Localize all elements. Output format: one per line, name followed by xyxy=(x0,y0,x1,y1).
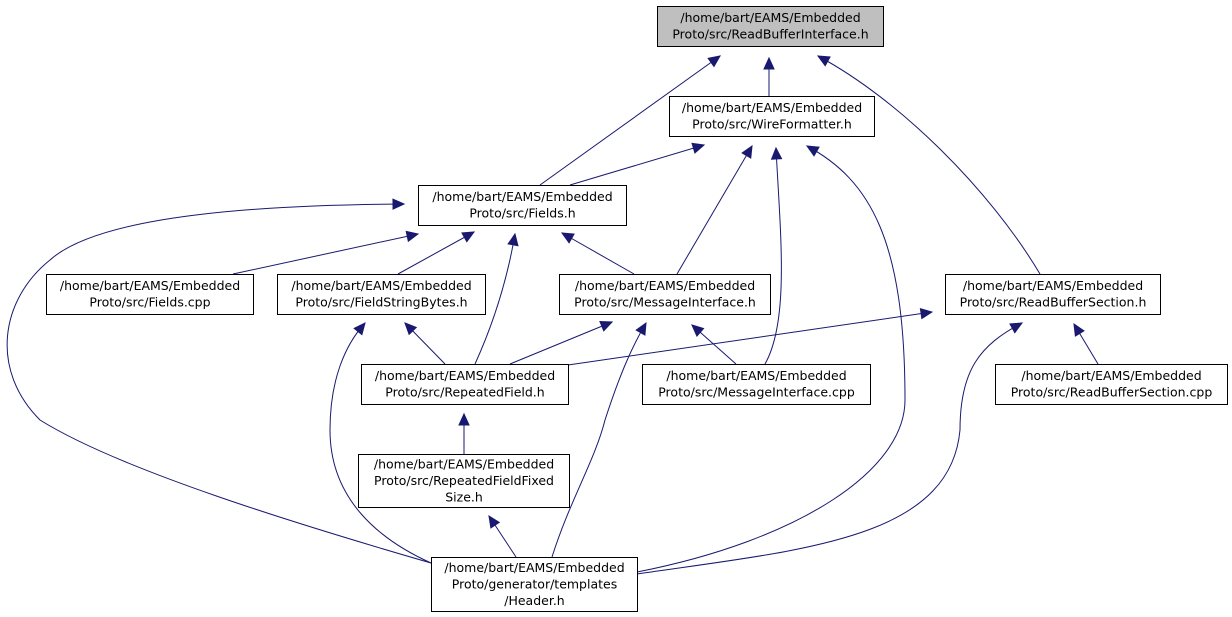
node-label-line: Proto/src/FieldStringBytes.h xyxy=(295,295,467,310)
arrowhead xyxy=(691,324,705,337)
edge-header-to-rbs_h xyxy=(636,322,1024,575)
node-label-line: Proto/src/MessageInterface.cpp xyxy=(658,385,855,400)
edge-rbs_h-to-rbi xyxy=(816,55,1041,275)
edge-rbs_cpp-to-rbs_h xyxy=(1073,322,1099,365)
node-label-line: /home/bart/EAMS/Embedded xyxy=(680,10,860,25)
arrowhead xyxy=(1073,322,1085,337)
node-fsb[interactable]: /home/bart/EAMS/EmbeddedProto/src/FieldS… xyxy=(277,274,486,315)
node-rffs[interactable]: /home/bart/EAMS/EmbeddedProto/src/Repeat… xyxy=(358,454,570,508)
arrowhead xyxy=(458,412,470,426)
edge-fields_h-to-wf xyxy=(569,142,706,186)
edge-header-to-fields_h xyxy=(6,198,432,564)
node-box xyxy=(361,364,569,405)
node-rbi: /home/bart/EAMS/EmbeddedProto/src/ReadBu… xyxy=(657,6,884,47)
node-label-line: Proto/src/WireFormatter.h xyxy=(692,117,852,132)
edge-rf-to-mi_h xyxy=(509,321,614,365)
node-label-line: Proto/src/RepeatedField.h xyxy=(385,385,544,400)
arrowhead xyxy=(805,145,820,157)
edge-mi_cpp-to-mi_h xyxy=(691,324,737,365)
node-label-line: /home/bart/EAMS/Embedded xyxy=(432,189,612,204)
node-box xyxy=(669,96,875,137)
edge-fields_cpp-to-fields_h xyxy=(232,230,420,275)
arrowhead xyxy=(560,232,575,244)
node-label-line: Proto/src/MessageInterface.h xyxy=(574,295,756,310)
node-label-line: /home/bart/EAMS/Embedded xyxy=(374,456,554,471)
arrowhead xyxy=(353,322,366,336)
node-label-line: Proto/src/ReadBufferSection.h xyxy=(960,295,1147,310)
node-label-line: /home/bart/EAMS/Embedded xyxy=(60,278,240,293)
node-label-line: Proto/generator/templates xyxy=(452,576,617,591)
arrowhead xyxy=(507,232,519,247)
node-rbs-h[interactable]: /home/bart/EAMS/EmbeddedProto/src/ReadBu… xyxy=(945,274,1161,315)
node-wf[interactable]: /home/bart/EAMS/EmbeddedProto/src/WireFo… xyxy=(669,96,875,137)
edge-mi_h-to-fields_h xyxy=(560,232,635,275)
node-label-line: Size.h xyxy=(445,489,483,504)
arrowhead xyxy=(405,230,420,243)
arrowhead xyxy=(599,321,614,332)
node-box xyxy=(277,274,486,315)
node-mi-cpp[interactable]: /home/bart/EAMS/EmbeddedProto/src/Messag… xyxy=(642,364,871,405)
node-box xyxy=(657,6,884,47)
arrowhead xyxy=(488,514,501,529)
arrowhead xyxy=(741,144,753,159)
edge-rf-to-fsb xyxy=(404,322,446,365)
node-fields-cpp[interactable]: /home/bart/EAMS/EmbeddedProto/src/Fields… xyxy=(46,274,254,315)
node-rf[interactable]: /home/bart/EAMS/EmbeddedProto/src/Repeat… xyxy=(361,364,569,405)
node-box xyxy=(945,274,1161,315)
node-box xyxy=(46,274,254,315)
node-label-line: /home/bart/EAMS/Embedded xyxy=(666,368,846,383)
arrowhead xyxy=(404,322,418,336)
edge-fsb-to-fields_h xyxy=(397,231,476,275)
node-label-line: Proto/src/Fields.h xyxy=(469,206,575,221)
node-box xyxy=(642,364,871,405)
node-header[interactable]: /home/bart/EAMS/EmbeddedProto/generator/… xyxy=(431,557,638,612)
node-label-line: /home/bart/EAMS/Embedded xyxy=(575,278,755,293)
edge-rf-to-fields_h xyxy=(474,232,519,365)
edge-header-to-rffs xyxy=(488,514,517,558)
edge-header-to-mi_h xyxy=(551,321,647,558)
arrowhead xyxy=(461,231,476,243)
node-box xyxy=(559,274,771,315)
node-label-line: /home/bart/EAMS/Embedded xyxy=(1021,368,1201,383)
graph-edges xyxy=(6,55,1099,575)
node-label-line: /Header.h xyxy=(504,593,564,608)
arrowhead xyxy=(691,142,706,154)
node-label-line: /home/bart/EAMS/Embedded xyxy=(444,560,624,575)
edge-mi_h-to-wf xyxy=(676,144,753,275)
node-label-line: /home/bart/EAMS/Embedded xyxy=(963,278,1143,293)
graph-nodes: /home/bart/EAMS/EmbeddedProto/src/ReadBu… xyxy=(46,6,1228,612)
node-mi-h[interactable]: /home/bart/EAMS/EmbeddedProto/src/Messag… xyxy=(559,274,771,315)
node-label-line: Proto/src/ReadBufferSection.cpp xyxy=(1011,385,1213,400)
arrowhead xyxy=(919,307,934,320)
arrowhead xyxy=(763,56,775,70)
arrowhead xyxy=(770,146,783,160)
arrowhead xyxy=(392,198,406,210)
node-rbs-cpp[interactable]: /home/bart/EAMS/EmbeddedProto/src/ReadBu… xyxy=(995,364,1228,405)
edge-header-to-fsb xyxy=(329,322,432,564)
node-label-line: /home/bart/EAMS/Embedded xyxy=(682,100,862,115)
arrowhead xyxy=(1009,322,1024,334)
node-box xyxy=(418,185,627,226)
node-box xyxy=(358,454,570,508)
node-box xyxy=(995,364,1228,405)
node-label-line: Proto/src/ReadBufferInterface.h xyxy=(672,27,868,42)
edge-rffs-to-rf xyxy=(458,412,470,454)
edge-mi_cpp-to-wf xyxy=(764,146,783,365)
node-label-line: Proto/src/RepeatedFieldFixed xyxy=(374,473,554,488)
arrowhead xyxy=(635,321,647,336)
node-fields-h[interactable]: /home/bart/EAMS/EmbeddedProto/src/Fields… xyxy=(418,185,627,226)
edge-header-to-wf xyxy=(636,145,906,573)
edge-wf-to-rbi xyxy=(763,56,775,96)
node-label-line: /home/bart/EAMS/Embedded xyxy=(291,278,471,293)
node-label-line: Proto/src/Fields.cpp xyxy=(89,295,210,310)
node-label-line: /home/bart/EAMS/Embedded xyxy=(375,368,555,383)
node-box xyxy=(431,557,638,612)
edge-rf-to-rbs_h xyxy=(567,307,934,366)
arrowhead xyxy=(707,55,721,68)
arrowhead xyxy=(816,55,831,67)
edge-fields_h-to-rbi xyxy=(539,55,721,186)
